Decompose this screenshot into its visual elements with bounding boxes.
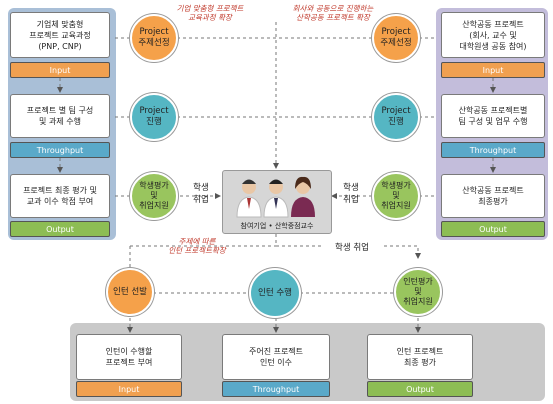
left-student-employment-label: 학생 취업 bbox=[193, 183, 209, 205]
bottom-circle-intern-execution: 인턴 수행 bbox=[249, 268, 301, 318]
bottom-box-final-evaluation: 인턴 프로젝트 최종 평가 bbox=[367, 334, 473, 380]
left-box-team: 프로젝트 별 팀 구성 및 과제 수행 bbox=[10, 94, 110, 138]
bottom-circle-intern-selection: 인턴 선발 bbox=[106, 268, 154, 316]
note-joint-project: 회사와 공동으로 진행하는 산학공동 프로젝트 확장 bbox=[292, 4, 374, 22]
right-box-joint-project: 산학공동 프로젝트 (회사, 교수 및 대학원생 공동 참여) bbox=[441, 12, 545, 58]
right-stage-throughput: Throughput bbox=[441, 142, 545, 158]
bottom-box-assign: 인턴이 수행할 프로젝트 부여 bbox=[76, 334, 182, 380]
left-box-evaluation: 프로젝트 최종 평가 및 교과 이수 학점 부여 bbox=[10, 174, 110, 218]
bottom-stage-output: Output bbox=[367, 381, 473, 397]
right-circle-employment: 학생평가 및 취업지원 bbox=[372, 172, 420, 220]
bottom-stage-input: Input bbox=[76, 381, 182, 397]
left-circle-progress: Project 진행 bbox=[130, 93, 178, 141]
right-stage-output: Output bbox=[441, 221, 545, 237]
center-participants-box: 참여기업 • 산학중점교수 bbox=[222, 170, 332, 234]
people-icon bbox=[236, 176, 315, 218]
left-stage-throughput: Throughput bbox=[10, 142, 110, 158]
left-circle-employment: 학생평가 및 취업지원 bbox=[130, 172, 178, 220]
right-box-evaluation: 산학공동 프로젝트 최종평가 bbox=[441, 174, 545, 218]
note-company-custom-curriculum: 기업 맞춤형 프로젝트 교육과정 확장 bbox=[176, 4, 244, 22]
left-stage-output: Output bbox=[10, 221, 110, 237]
left-circle-topic: Project 주제선정 bbox=[130, 14, 178, 62]
right-stage-input: Input bbox=[441, 62, 545, 78]
bottom-stage-throughput: Throughput bbox=[222, 381, 330, 397]
bottom-circle-intern-evaluation: 인턴평가 및 취업지원 bbox=[394, 268, 442, 316]
left-stage-input: Input bbox=[10, 62, 110, 78]
right-box-team: 산학공동 프로젝트별 팀 구성 및 업무 수행 bbox=[441, 94, 545, 138]
left-box-curriculum: 기업체 맞춤형 프로젝트 교육과정 (PNP, CNP) bbox=[10, 12, 110, 58]
right-student-employment-label: 학생 취업 bbox=[343, 183, 359, 205]
right-circle-topic: Project 주제선정 bbox=[372, 14, 420, 62]
note-intern-project: 주제에 따른 인턴 프로젝트확장 bbox=[168, 237, 226, 255]
center-caption: 참여기업 • 산학중점교수 bbox=[240, 222, 314, 230]
bottom-box-complete: 주어진 프로젝트 인턴 이수 bbox=[222, 334, 330, 380]
right-circle-progress: Project 진행 bbox=[372, 93, 420, 141]
bottom-student-employment-label: 학생 취업 bbox=[322, 242, 382, 254]
